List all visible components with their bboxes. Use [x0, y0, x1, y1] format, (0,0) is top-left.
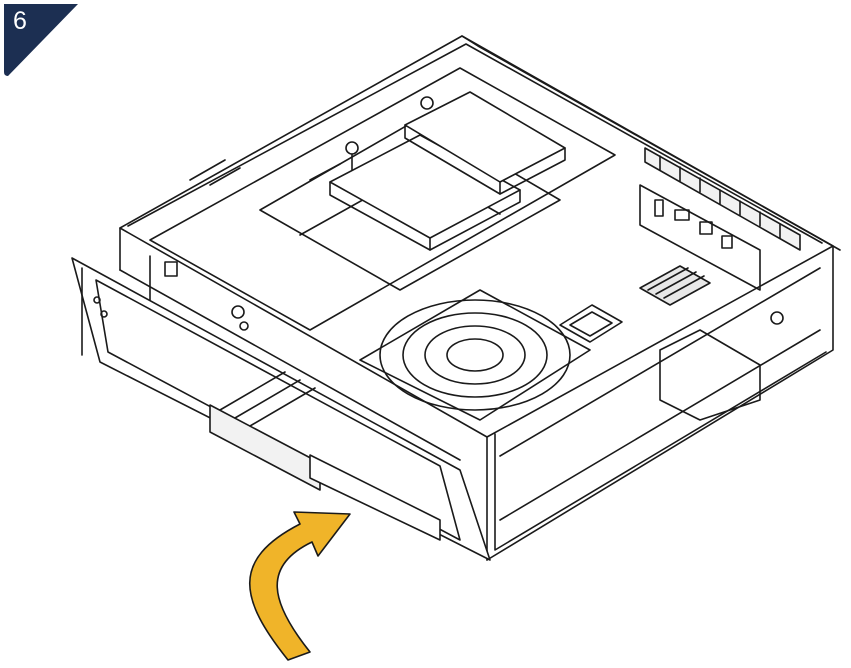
- step-badge-shape: [4, 4, 78, 76]
- step-badge: 6: [0, 0, 80, 80]
- storage-drive-2: [404, 91, 566, 195]
- front-bezel: [71, 257, 491, 561]
- chipset-heatsink: [639, 265, 711, 306]
- cpu-fan: [359, 289, 591, 421]
- chassis-frame: [119, 35, 841, 561]
- rear-io-panel: [639, 184, 761, 291]
- cpu-socket: [559, 304, 623, 343]
- rotation-arrow-icon: [249, 511, 351, 661]
- chassis-side-wall: [119, 255, 784, 461]
- rear-vent-grille: [644, 147, 801, 251]
- storage-drive-1: [329, 134, 521, 251]
- step-number: 6: [13, 7, 27, 35]
